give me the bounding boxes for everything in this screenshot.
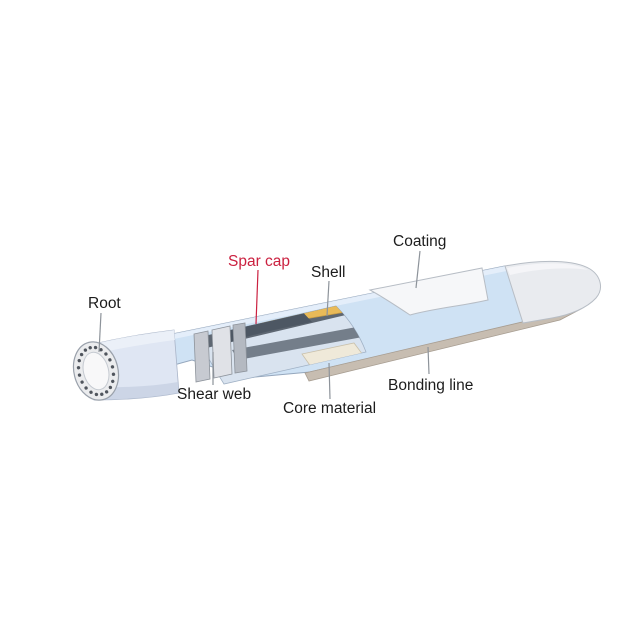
bolt-hole: [94, 392, 99, 397]
bolt-hole: [77, 373, 82, 377]
shear-web-front-panel: [193, 330, 211, 383]
bolt-hole: [89, 390, 93, 394]
bolt-hole: [100, 392, 104, 396]
spar-cap-lower-strip: [232, 326, 366, 360]
shell-label: Shell: [311, 264, 345, 281]
bolt-hole: [110, 365, 115, 369]
bolt-hole: [111, 372, 116, 376]
root-inner-bore: [82, 351, 110, 391]
root-cylinder-shade: [94, 382, 179, 400]
spar-cap-leader-line: [255, 269, 259, 325]
bonding-line-label: Bonding line: [388, 377, 473, 394]
coating-patch: [368, 267, 489, 316]
bonding-line-leader-line: [427, 346, 430, 375]
bolt-hole: [108, 358, 112, 362]
bolt-hole: [104, 352, 108, 356]
bolt-hole: [84, 386, 88, 390]
bolt-hole: [111, 379, 115, 384]
coating-leader-line: [415, 250, 421, 289]
bolt-hole: [79, 352, 84, 357]
bolt-hole: [76, 366, 81, 370]
shear-web-mid-panel: [211, 325, 233, 379]
root-flange-group: [72, 341, 120, 401]
bolt-hole: [99, 348, 103, 352]
root-label: Root: [88, 295, 121, 312]
spar-cap-label: Spar cap: [228, 253, 290, 270]
bolt-hole: [88, 346, 92, 350]
root-cylinder-highlight: [98, 330, 175, 353]
bolt-hole: [93, 345, 98, 350]
core-material-label: Core material: [283, 400, 376, 417]
shear-web-label: Shear web: [177, 386, 251, 403]
bolt-hole: [83, 348, 88, 352]
bolt-hole: [80, 380, 84, 384]
root-bolt-ring: [76, 345, 116, 397]
shear-web-side-panel: [232, 322, 248, 374]
coating-label: Coating: [393, 233, 446, 250]
root-leader-line: [98, 312, 102, 353]
bolt-hole: [77, 358, 81, 363]
tip-coating-highlight: [507, 263, 588, 275]
shell-leader-line: [326, 280, 330, 317]
bolt-hole: [108, 385, 113, 390]
tip-coating: [504, 260, 602, 324]
bolt-hole: [104, 390, 109, 394]
core-material-leader-line: [328, 362, 331, 400]
